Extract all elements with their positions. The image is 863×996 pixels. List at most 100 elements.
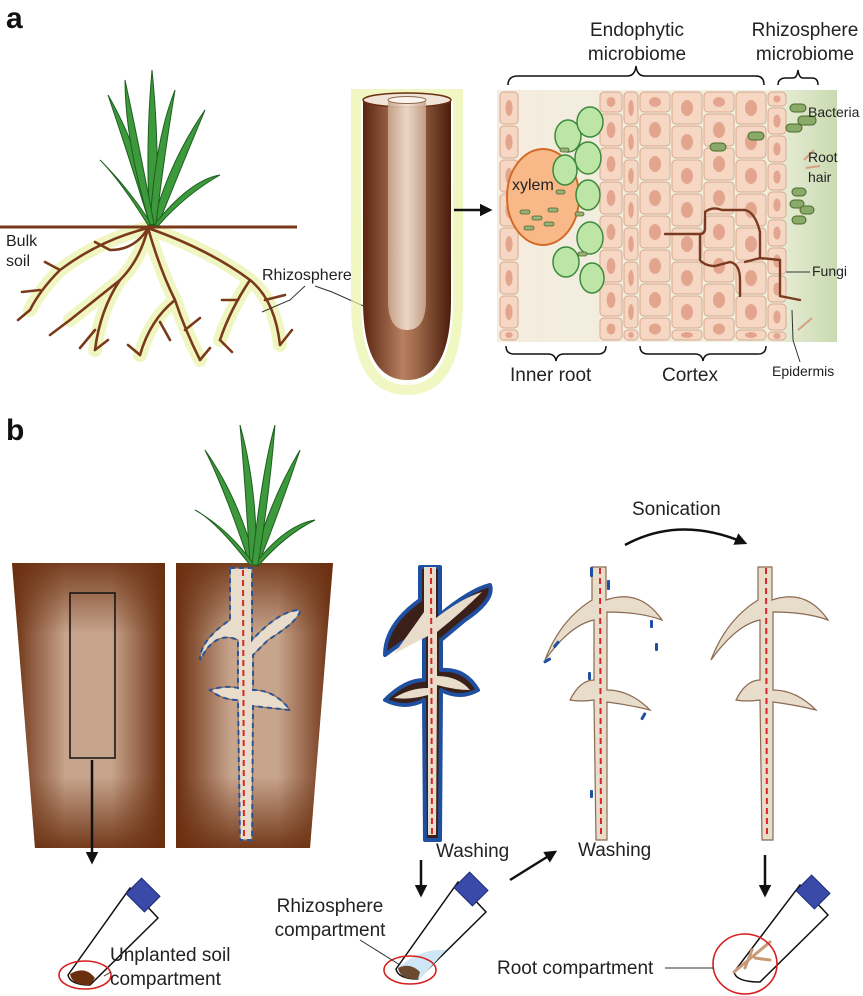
panel-b-letter: b xyxy=(6,414,24,447)
endophytic-label-line2: microbiome xyxy=(588,44,686,65)
cell-nucleus xyxy=(606,97,616,107)
epidermis-leader xyxy=(791,309,801,363)
tube-unplanted-soil xyxy=(58,877,161,990)
grass-blades xyxy=(99,69,221,227)
rhizosphere-compartment-leader xyxy=(359,939,401,966)
cell-nucleus xyxy=(745,270,757,286)
cell-nucleus xyxy=(713,97,725,107)
cell-nucleus xyxy=(505,134,513,150)
cell-nucleus xyxy=(628,304,634,320)
rhizosphere-microbiome-label-line2: microbiome xyxy=(756,44,854,65)
potted-plant-grass xyxy=(194,424,316,567)
cell-nucleus xyxy=(681,332,693,338)
arrow-washing xyxy=(509,850,558,882)
bulk-soil-label-line2: soil xyxy=(6,253,30,270)
cell-nucleus xyxy=(713,292,725,308)
attached-microbes xyxy=(543,567,658,798)
root-cross-section-cylinder xyxy=(351,89,463,396)
soil-covered-root xyxy=(383,565,493,842)
cell-nucleus xyxy=(606,156,616,172)
cell-nucleus xyxy=(649,122,661,138)
unplanted-leader xyxy=(103,971,112,977)
root-hair-label-line2: hair xyxy=(808,169,832,185)
cortex-label: Cortex xyxy=(662,365,718,386)
cell-nucleus xyxy=(681,270,693,286)
soil-sample-box xyxy=(69,592,116,759)
root-tissue-diagram: xylem xyxy=(497,20,860,386)
cell-nucleus xyxy=(745,100,757,116)
panel-a-letter: a xyxy=(6,2,23,35)
cell-nucleus xyxy=(628,168,634,184)
rhizosphere-leader-left xyxy=(261,285,306,313)
cell-nucleus xyxy=(649,224,661,240)
plant-with-roots: Bulk soil Rhizosphere xyxy=(0,69,369,367)
cell-nucleus xyxy=(713,224,725,240)
inner-root-label: Inner root xyxy=(510,365,592,386)
cell-nucleus xyxy=(681,168,693,184)
cell-nucleus xyxy=(505,100,513,116)
cell-nucleus xyxy=(628,202,634,218)
cell-nucleus xyxy=(773,114,781,128)
washing-label-1: Washing xyxy=(436,841,509,862)
cell-nucleus xyxy=(649,97,661,107)
cell-nucleus xyxy=(745,304,757,320)
endophytic-brace xyxy=(507,65,765,86)
cell-nucleus xyxy=(649,258,661,274)
cell-grid xyxy=(499,91,787,341)
xylem-label: xylem xyxy=(512,177,554,194)
cell-nucleus xyxy=(606,323,616,335)
cortex-brace xyxy=(639,345,767,362)
cell-nucleus xyxy=(606,292,616,308)
unplanted-soil-label-line1: Unplanted soil xyxy=(110,945,230,966)
endophytic-label-line1: Endophytic xyxy=(590,20,684,41)
cell-nucleus xyxy=(505,236,513,252)
cell-nucleus xyxy=(745,236,757,252)
cell-nucleus xyxy=(745,168,757,184)
cell-nucleus xyxy=(649,190,661,206)
fungi-label: Fungi xyxy=(812,263,847,279)
cell-nucleus xyxy=(628,134,634,150)
cell-nucleus xyxy=(745,202,757,218)
cell-nucleus xyxy=(681,134,693,150)
cell-nucleus xyxy=(681,236,693,252)
cell-nucleus xyxy=(713,323,725,335)
sonicated-clean-root xyxy=(710,566,830,841)
tube-root xyxy=(712,874,831,995)
cell-nucleus xyxy=(505,304,513,320)
cell-nucleus xyxy=(773,170,781,184)
cell-nucleus xyxy=(773,226,781,240)
epidermis-label: Epidermis xyxy=(772,363,834,379)
cell-nucleus xyxy=(773,142,781,156)
cell-nucleus xyxy=(628,236,634,252)
root-hairs xyxy=(797,149,821,331)
cell-nucleus xyxy=(628,270,634,286)
unplanted-soil-label-line2: compartment xyxy=(110,969,222,990)
cell-nucleus xyxy=(606,190,616,206)
sonication-label: Sonication xyxy=(632,499,721,520)
cell-nucleus xyxy=(681,202,693,218)
cell-nucleus xyxy=(505,332,513,338)
cell-nucleus xyxy=(628,332,634,338)
rhizosphere-microbiome-label-line1: Rhizosphere xyxy=(752,20,859,41)
potted-plant-root xyxy=(199,567,302,842)
unplanted-pot xyxy=(12,563,165,848)
cell-nucleus xyxy=(606,258,616,274)
cell-nucleus xyxy=(681,304,693,320)
root-compartment-label: Root compartment xyxy=(497,958,654,979)
cell-nucleus xyxy=(773,333,781,339)
cell-nucleus xyxy=(713,190,725,206)
cell-nucleus xyxy=(649,323,661,335)
tube-rhizosphere xyxy=(383,871,489,985)
cell-nucleus xyxy=(773,310,781,324)
endophyte-cells xyxy=(552,106,605,294)
inner-root-brace xyxy=(505,345,607,362)
cell-nucleus xyxy=(713,156,725,172)
sonication-arrow xyxy=(624,528,748,547)
endophytic-bacteria xyxy=(519,147,588,257)
planted-pot xyxy=(176,424,333,848)
cell-nucleus xyxy=(606,224,616,240)
rhizosphere-compartment-label-line1: Rhizosphere xyxy=(277,896,384,917)
cell-nucleus xyxy=(606,122,616,138)
bulk-soil-label-line1: Bulk xyxy=(6,233,38,250)
